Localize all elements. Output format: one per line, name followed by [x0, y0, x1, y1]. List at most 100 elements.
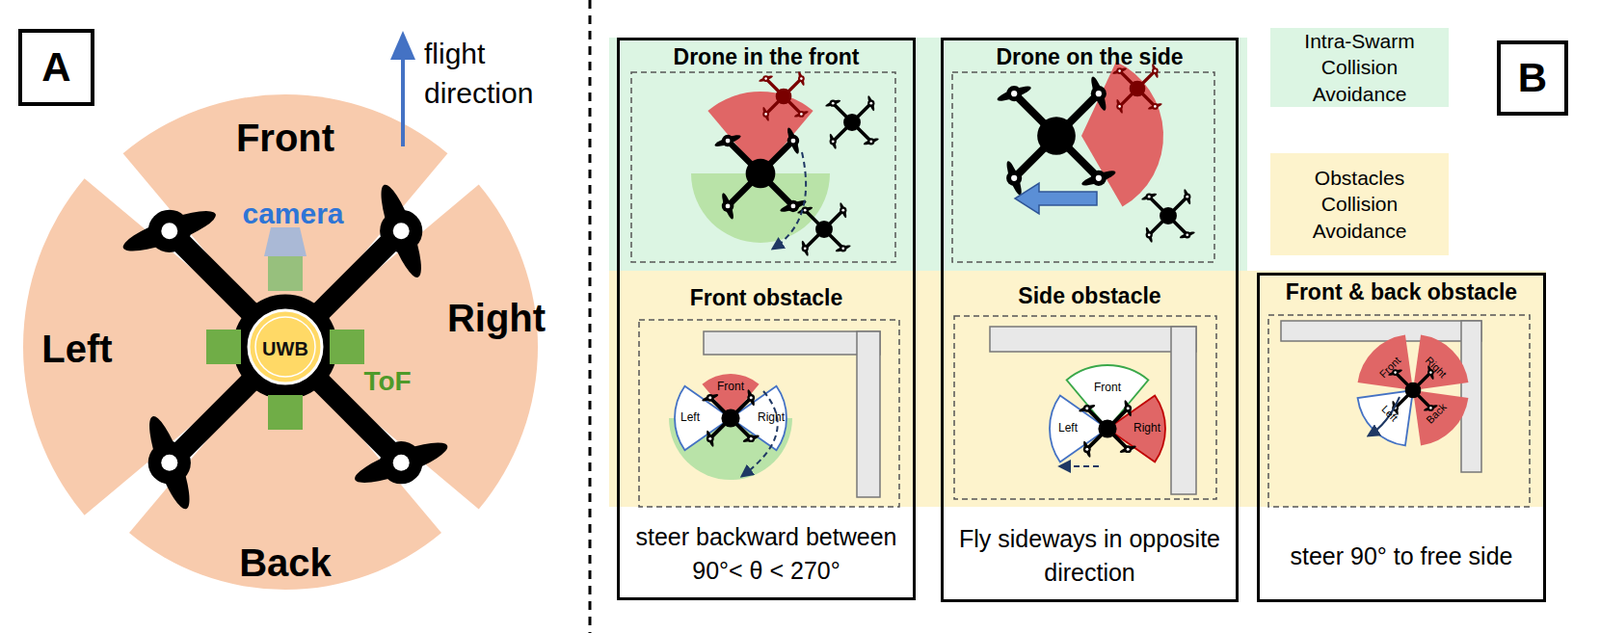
legend-text: Intra-Swarm Collision Avoidance: [1270, 27, 1449, 107]
rotor: [148, 441, 191, 484]
scenario-panel: Drone in the front: [620, 40, 912, 268]
sector-label: Right: [1423, 354, 1450, 381]
wall: [856, 331, 880, 498]
rotor: [706, 434, 715, 443]
propeller: [827, 133, 837, 150]
sector-label: Right: [757, 411, 785, 425]
rotor-hub: [1147, 195, 1151, 199]
rotor-hub: [841, 246, 845, 250]
scenario-panel: Front obstacle: [620, 281, 912, 511]
panel-letter: A: [18, 28, 95, 107]
direction-label: flight direction: [424, 34, 560, 113]
wall: [1171, 326, 1197, 495]
rotor: [1116, 103, 1123, 110]
rotor: [839, 244, 847, 252]
rotor: [379, 441, 423, 484]
rotor: [798, 110, 805, 118]
rotor: [839, 207, 847, 214]
uwb-ring: [255, 317, 316, 377]
rotor-hub: [800, 77, 803, 80]
panel-frame: [1268, 315, 1530, 507]
propeller: [793, 109, 809, 119]
tof-sensor: [267, 395, 303, 430]
tof-sensor: [267, 256, 303, 292]
drone-body: [720, 408, 740, 427]
rotor-hub: [803, 246, 807, 250]
sector-label: Back: [1423, 400, 1449, 427]
rotor: [1091, 170, 1107, 187]
scenario-box: Front & back obstacle steer 90° to free s…: [1256, 272, 1547, 603]
sector-label: Left: [680, 411, 700, 425]
rotor-hub: [708, 396, 712, 400]
steer-arrow: [773, 152, 806, 249]
drone-body: [843, 113, 861, 132]
neighbor-drone: [1112, 63, 1164, 115]
propeller: [713, 133, 742, 149]
propeller: [1141, 191, 1158, 201]
rotor: [746, 434, 755, 443]
part-label: Back: [239, 541, 332, 585]
rotor-hub: [1153, 105, 1157, 108]
propeller: [373, 181, 429, 282]
rotor: [746, 394, 755, 402]
drone-body: [1097, 419, 1117, 438]
rotor-hub: [1095, 175, 1102, 182]
propeller: [141, 412, 197, 513]
camera-symbol: [264, 227, 307, 257]
legend-text: Obstacles Collision Avoidance: [1270, 164, 1449, 244]
propeller: [705, 429, 716, 448]
scenario-panel: Side obstacle: [944, 279, 1235, 504]
rotor: [721, 200, 734, 213]
rotor: [762, 110, 770, 118]
propeller: [758, 74, 774, 83]
action-caption: Fly sideways in opposite direction: [943, 512, 1236, 600]
propeller: [866, 95, 876, 112]
propeller: [1082, 440, 1093, 458]
legend-swatch: Intra-Swarm Collision Avoidance: [1270, 27, 1449, 107]
action-caption: steer 90° to free side: [1259, 512, 1544, 600]
rotor: [762, 75, 770, 82]
panel-frame: [639, 320, 900, 507]
panel-title: Front obstacle: [620, 281, 912, 311]
rotor-hub: [749, 396, 753, 400]
wall: [703, 331, 880, 355]
propeller: [1119, 444, 1137, 454]
rotor: [1183, 231, 1191, 239]
rotor-hub: [1118, 105, 1121, 108]
swarm-drone: [825, 95, 880, 151]
rotor: [721, 134, 734, 147]
sector-label: Left: [1058, 422, 1078, 435]
drone-body: [775, 88, 793, 106]
rotor-hub: [869, 139, 873, 143]
rotor-hub: [725, 138, 731, 144]
propeller: [1122, 400, 1133, 418]
part-label: ToF: [363, 367, 411, 398]
drone-body: [1037, 116, 1076, 156]
rotor: [787, 134, 800, 147]
rotor-hub: [393, 222, 410, 240]
own-drone: [995, 75, 1118, 197]
tof-sensor: [206, 329, 241, 365]
steer-arrow: [1368, 397, 1400, 436]
rotor-hub: [1393, 371, 1397, 374]
sector-label: Front: [1093, 381, 1121, 395]
propeller: [350, 435, 452, 491]
rotor-hub: [841, 209, 845, 213]
rotor-hub: [1185, 233, 1189, 237]
rotor-hub: [1126, 406, 1130, 410]
propeller: [825, 98, 842, 107]
own-drone: [1078, 400, 1138, 459]
rotor-hub: [1126, 448, 1130, 452]
rotor: [829, 100, 837, 107]
rotor-hub: [1085, 406, 1089, 410]
part-label: Left: [41, 327, 112, 371]
swarm-drone: [1141, 188, 1197, 244]
tof-sensor: [329, 329, 365, 365]
rotor-hub: [803, 209, 807, 213]
wall: [1280, 320, 1482, 342]
propeller: [785, 126, 801, 155]
rotor: [829, 137, 837, 145]
panel-title: Front & back obstacle: [1259, 275, 1544, 305]
scenario-panel: Drone on the side: [944, 40, 1235, 268]
